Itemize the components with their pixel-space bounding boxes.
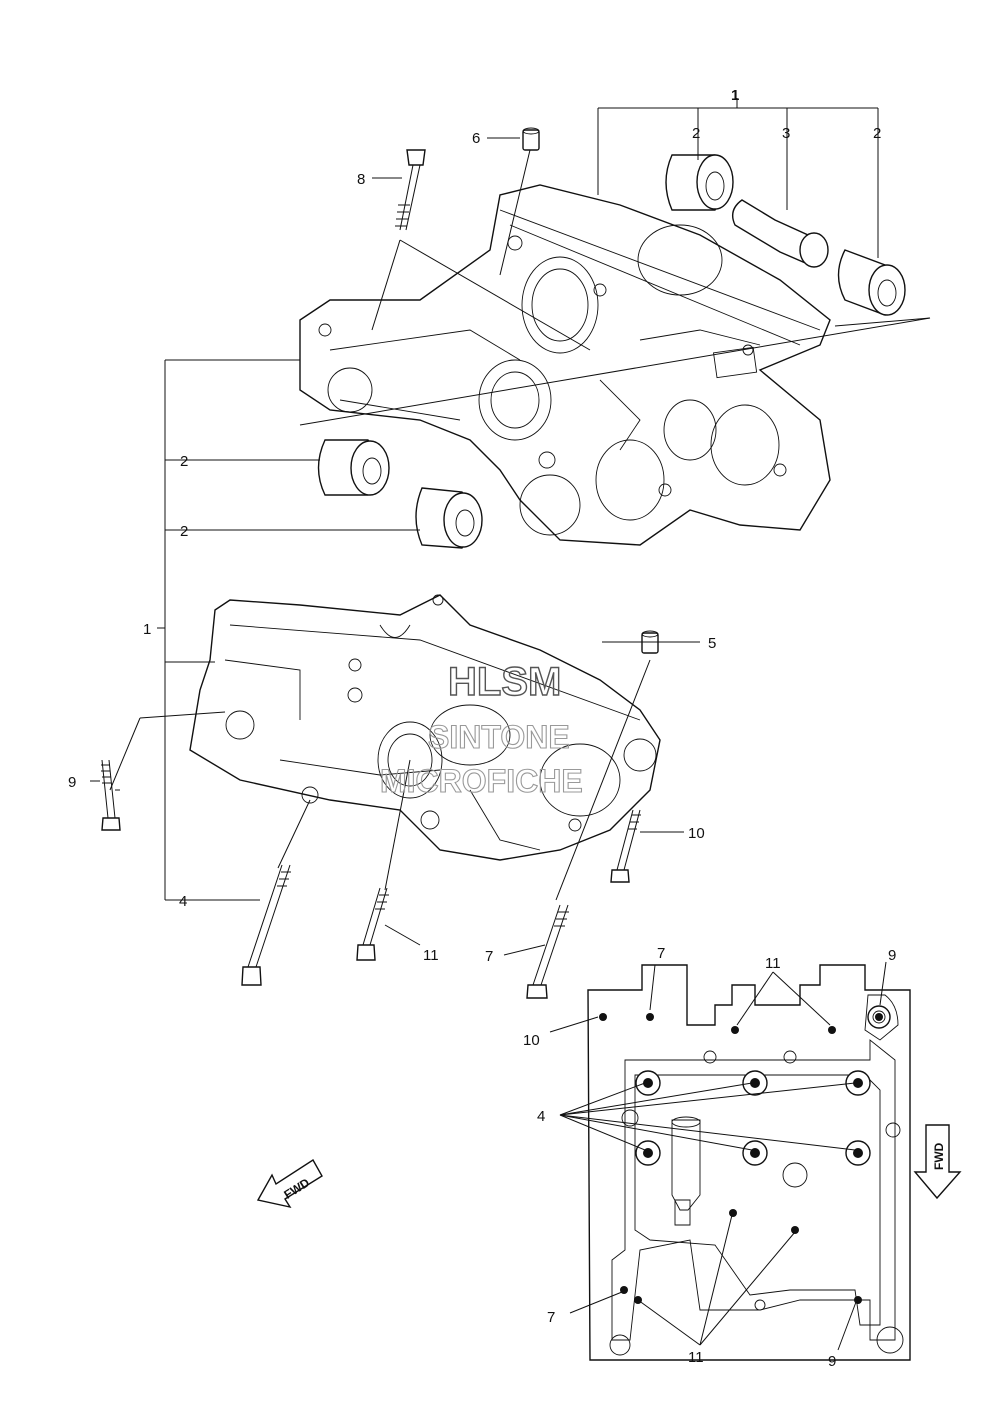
bolt-9-left [101, 759, 121, 831]
bolt-10 [610, 809, 641, 883]
dowel-pin-6 [522, 127, 540, 151]
callout-9-left: 9 [68, 774, 76, 791]
callout-2-top-left: 2 [692, 125, 700, 142]
upper-crankcase [299, 184, 831, 546]
callout-2-top-right: 2 [873, 125, 881, 142]
callout-3-top: 3 [782, 125, 790, 142]
callout-1-left: 1 [143, 621, 151, 638]
callout-1-top: 1 [731, 87, 739, 104]
callout-10-right: 10 [688, 825, 705, 842]
callout-11-inset-bottom: 11 [688, 1349, 704, 1366]
callout-7-inset-top: 7 [657, 945, 665, 962]
fwd-arrow-left-icon: FWD [256, 1159, 323, 1209]
fwd-label-right: FWD [932, 1142, 946, 1170]
watermark: HLSM SINTONE MICROFICHE [379, 659, 583, 799]
lower-crankcase [189, 594, 661, 861]
bushing-2-mid-b [415, 487, 483, 549]
callout-7-inset-bottom: 7 [547, 1309, 555, 1326]
bushing-2-top-right [837, 249, 906, 316]
bolt-11 [356, 887, 389, 961]
dowel-pin-5 [641, 630, 659, 654]
callout-2-mid-b: 2 [180, 523, 188, 540]
callout-4-left: 4 [179, 893, 187, 910]
bottom-view-inset [549, 961, 911, 1361]
bushing-2-mid-a [317, 439, 390, 496]
callout-6: 6 [472, 130, 480, 147]
callout-4-inset: 4 [537, 1108, 545, 1125]
callout-10-inset: 10 [523, 1032, 540, 1049]
watermark-line2: SINTONE [428, 719, 570, 755]
callout-5: 5 [708, 635, 716, 652]
bolt-7 [526, 904, 569, 999]
callout-7-mid: 7 [485, 948, 493, 965]
callout-2-mid-a: 2 [180, 453, 188, 470]
callout-11-inset-top: 11 [765, 955, 781, 972]
watermark-line1: HLSM [448, 660, 561, 704]
leader-lines [90, 98, 931, 956]
watermark-line3: MICROFICHE [380, 763, 583, 799]
bushing-3 [732, 199, 829, 268]
callout-9-inset-bottom: 9 [828, 1353, 836, 1370]
fwd-arrow-right-icon: FWD [913, 1124, 962, 1200]
callout-9-inset-top: 9 [888, 947, 896, 964]
bolt-4 [241, 864, 291, 986]
callout-labels: 1 2 3 2 6 8 2 2 1 5 9 10 4 11 7 7 11 9 1… [68, 87, 896, 1370]
bolt-8 [395, 149, 426, 231]
callout-11-mid: 11 [423, 947, 439, 964]
bushing-2-top-left [665, 154, 734, 211]
callout-8: 8 [357, 171, 365, 188]
